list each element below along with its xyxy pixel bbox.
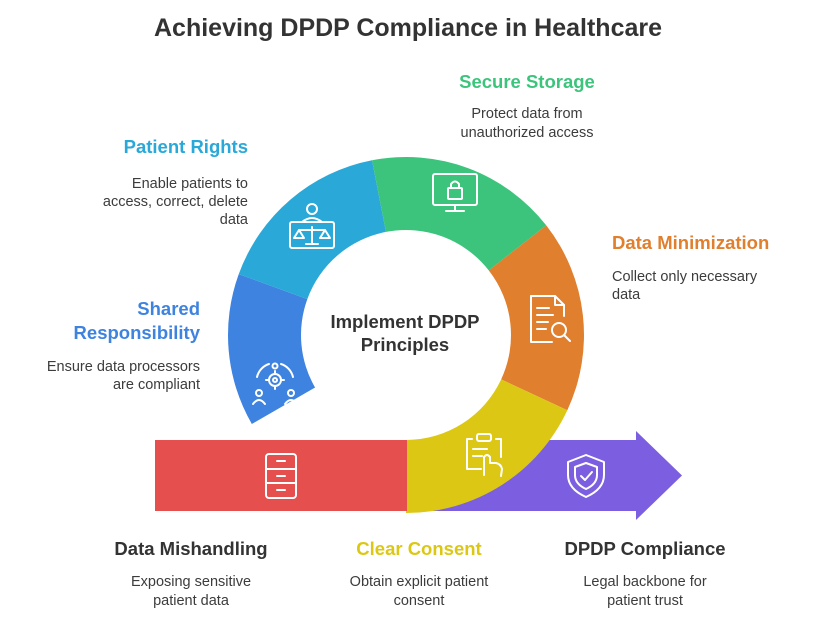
- document-search-icon: [530, 295, 571, 343]
- desc-secure-storage-line2: unauthorized access: [461, 125, 594, 141]
- label-data-minimization: Data Minimization: [612, 232, 769, 253]
- team-gear-icon: [252, 362, 298, 405]
- desc-clear-consent-line1: Obtain explicit patient: [350, 574, 489, 590]
- label-shared-responsibility-line1: Shared: [137, 298, 200, 319]
- ring: [228, 156, 584, 424]
- desc-patient-rights-line1: Enable patients to: [132, 176, 248, 192]
- segment-shared-responsibility: [228, 274, 316, 424]
- segment-clear-consent: [406, 379, 568, 514]
- label-data-mishandling: Data Mishandling: [114, 538, 267, 559]
- page-title: Achieving DPDP Compliance in Healthcare: [154, 14, 662, 42]
- desc-data-mishandling-line2: patient data: [153, 593, 230, 609]
- monitor-lock-icon: [432, 173, 478, 212]
- desc-shared-responsibility-line2: are compliant: [113, 377, 200, 393]
- desc-secure-storage-line1: Protect data from: [471, 106, 582, 122]
- desc-data-minimization-line2: data: [612, 287, 641, 303]
- center-title-line1: Implement DPDP: [330, 311, 479, 332]
- file-cabinet-icon: [265, 453, 297, 499]
- desc-shared-responsibility-line1: Ensure data processors: [47, 359, 200, 375]
- clipboard-hand-icon: [466, 433, 503, 477]
- scales-person-icon: [289, 203, 335, 249]
- shield-check-icon: [567, 454, 605, 498]
- desc-data-minimization-line1: Collect only necessary: [612, 269, 758, 285]
- desc-patient-rights-line3: data: [220, 212, 249, 228]
- desc-data-mishandling-line1: Exposing sensitive: [131, 574, 251, 590]
- desc-clear-consent-line2: consent: [394, 593, 445, 609]
- desc-dpdp-compliance-line2: patient trust: [607, 593, 683, 609]
- desc-patient-rights-line2: access, correct, delete: [103, 194, 248, 210]
- label-shared-responsibility-line2: Responsibility: [74, 322, 201, 343]
- segment-secure-storage: [372, 156, 547, 271]
- label-secure-storage: Secure Storage: [459, 71, 595, 92]
- segment-data-minimization: [488, 225, 584, 411]
- label-patient-rights: Patient Rights: [124, 136, 248, 157]
- label-clear-consent: Clear Consent: [356, 538, 481, 559]
- desc-dpdp-compliance-line1: Legal backbone for: [583, 574, 707, 590]
- label-dpdp-compliance: DPDP Compliance: [564, 538, 725, 559]
- center-title-line2: Principles: [361, 334, 449, 355]
